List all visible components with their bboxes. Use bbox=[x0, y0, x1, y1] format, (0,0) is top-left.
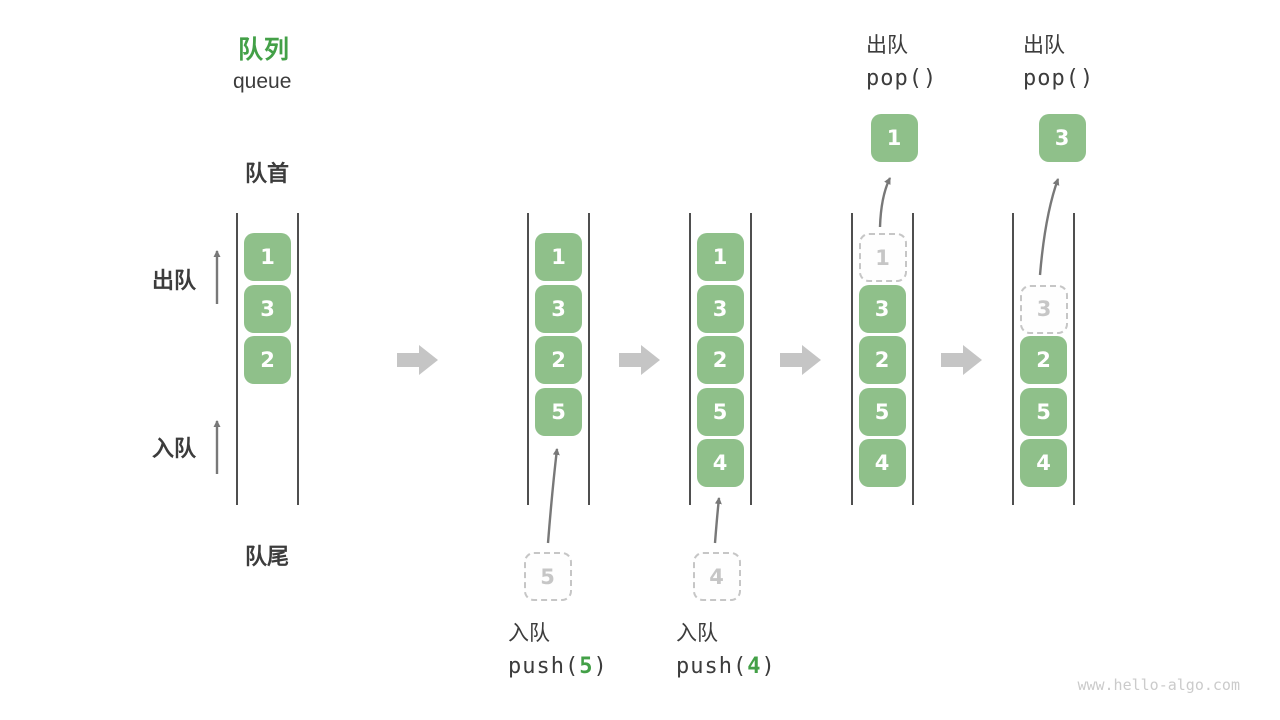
push-operation-label: 入队 bbox=[508, 622, 550, 645]
queue-column-line bbox=[588, 213, 590, 505]
queue-column-line bbox=[236, 213, 238, 505]
pending-element: 5 bbox=[523, 552, 572, 601]
queue-cell: 1 bbox=[696, 233, 744, 281]
queue-cell: 5 bbox=[858, 387, 906, 436]
queue-column-line bbox=[688, 213, 691, 505]
step-arrow-icon bbox=[780, 345, 821, 375]
queue-cell: 2 bbox=[244, 336, 291, 384]
diagram-title-en: queue bbox=[233, 70, 292, 93]
queue-cell: 5 bbox=[696, 387, 744, 436]
queue-cell: 1 bbox=[535, 233, 582, 281]
step-arrow-icon bbox=[397, 345, 438, 375]
code-text: push( bbox=[676, 654, 748, 679]
queue-cell: 4 bbox=[696, 439, 744, 487]
pop-connector-arrow-icon bbox=[1038, 178, 1060, 276]
queue-cell: 1 bbox=[244, 233, 291, 281]
code-argument: 5 bbox=[579, 654, 594, 679]
push-operation-code: push(5) bbox=[508, 654, 608, 679]
queue-column-line bbox=[297, 213, 299, 505]
queue-column-line bbox=[527, 213, 529, 505]
code-text: pop() bbox=[1023, 66, 1095, 91]
step-arrow-icon bbox=[941, 345, 982, 375]
pop-operation-label: 出队 bbox=[1023, 34, 1065, 57]
dequeue-direction-label: 出队 bbox=[152, 268, 197, 293]
queue-cell-dashed: 3 bbox=[1020, 284, 1068, 334]
code-argument: 4 bbox=[747, 654, 762, 679]
push-connector-arrow-icon bbox=[713, 497, 722, 544]
queue-cell: 3 bbox=[535, 284, 582, 333]
queue-cell: 3 bbox=[858, 284, 906, 333]
queue-column-line bbox=[1073, 213, 1075, 505]
code-text: ) bbox=[593, 654, 608, 679]
queue-cell: 5 bbox=[1020, 387, 1067, 436]
queue-cell: 2 bbox=[858, 336, 906, 384]
push-operation-code: push(4) bbox=[676, 654, 776, 679]
queue-column-line bbox=[911, 213, 914, 505]
pop-operation-code: pop() bbox=[1023, 66, 1094, 91]
queue-column-line bbox=[1012, 213, 1014, 505]
code-text: ) bbox=[761, 654, 776, 679]
queue-cell: 5 bbox=[535, 387, 582, 436]
queue-cell: 2 bbox=[696, 336, 744, 384]
code-text: push( bbox=[508, 654, 580, 679]
queue-column-line bbox=[850, 213, 853, 505]
push-operation-label: 入队 bbox=[676, 622, 718, 645]
queue-rear-label: 队尾 bbox=[245, 544, 290, 569]
queue-cell: 3 bbox=[244, 284, 291, 333]
queue-cell-dashed: 1 bbox=[858, 233, 907, 282]
queue-column-line bbox=[749, 213, 752, 505]
code-text: pop() bbox=[866, 66, 938, 91]
queue-cell: 3 bbox=[696, 284, 744, 333]
queue-cell: 2 bbox=[535, 336, 582, 384]
popped-element: 3 bbox=[1038, 114, 1086, 162]
pop-connector-arrow-icon bbox=[878, 177, 892, 228]
pending-element: 4 bbox=[692, 552, 741, 601]
queue-cell: 4 bbox=[1020, 439, 1067, 487]
pop-operation-code: pop() bbox=[866, 66, 937, 91]
queue-cell: 2 bbox=[1020, 336, 1067, 384]
queue-cell: 4 bbox=[858, 439, 906, 487]
watermark-text: www.hello-algo.com bbox=[1077, 676, 1240, 694]
step-arrow-icon bbox=[619, 345, 660, 375]
diagram-title-cn: 队列 bbox=[238, 36, 291, 64]
queue-front-label: 队首 bbox=[245, 161, 290, 186]
enqueue-direction-label: 入队 bbox=[152, 436, 197, 461]
popped-element: 1 bbox=[870, 114, 918, 162]
push-connector-arrow-icon bbox=[546, 448, 560, 544]
pop-operation-label: 出队 bbox=[866, 34, 908, 57]
